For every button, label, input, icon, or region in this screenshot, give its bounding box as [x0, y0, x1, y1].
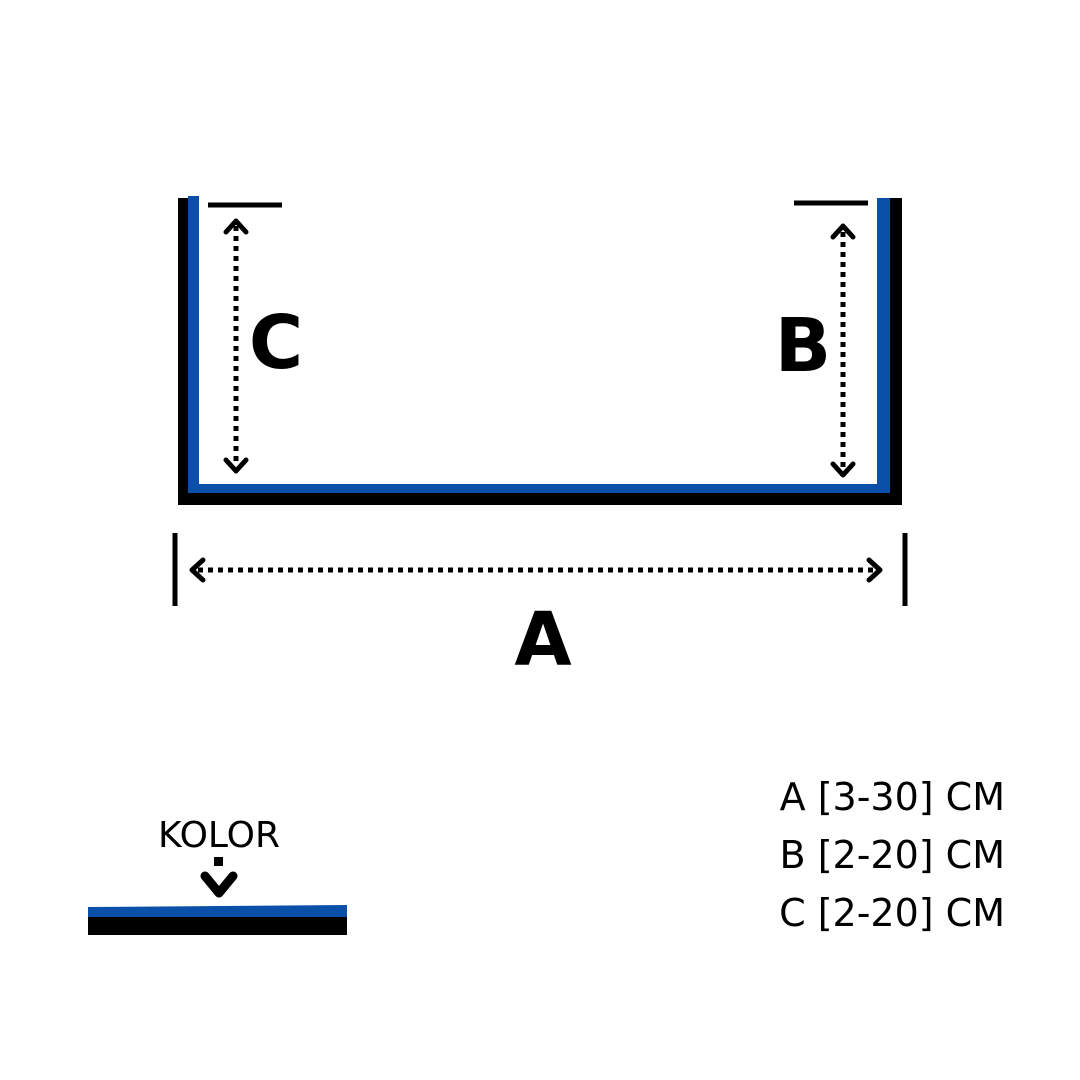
profile-blue-left — [188, 196, 199, 493]
c-dimension-arrow — [223, 218, 249, 474]
legend-blue-layer — [88, 905, 347, 918]
legend-label: KOLOR — [158, 815, 280, 856]
dimension-b: B [2-20] CM — [780, 833, 1005, 877]
b-dimension-arrow — [830, 223, 856, 478]
profile-black-right — [890, 198, 902, 505]
a-dimension-arrow — [172, 533, 908, 606]
profile-black-bottom — [178, 493, 902, 505]
profile-blue-bottom — [188, 484, 890, 493]
profile-blue-right — [877, 198, 890, 493]
dimension-a: A [3-30] CM — [780, 775, 1005, 819]
arrow-down-icon-dot — [214, 857, 223, 866]
arrow-down-icon — [200, 871, 238, 898]
profile-black-left — [178, 198, 190, 505]
u-profile — [178, 196, 902, 505]
label-c: C — [249, 300, 303, 386]
color-legend: KOLOR — [88, 815, 347, 935]
legend-black-layer — [88, 917, 347, 935]
dimension-c: C [2-20] CM — [779, 891, 1005, 935]
label-b: B — [775, 303, 831, 389]
label-a: A — [514, 597, 571, 683]
